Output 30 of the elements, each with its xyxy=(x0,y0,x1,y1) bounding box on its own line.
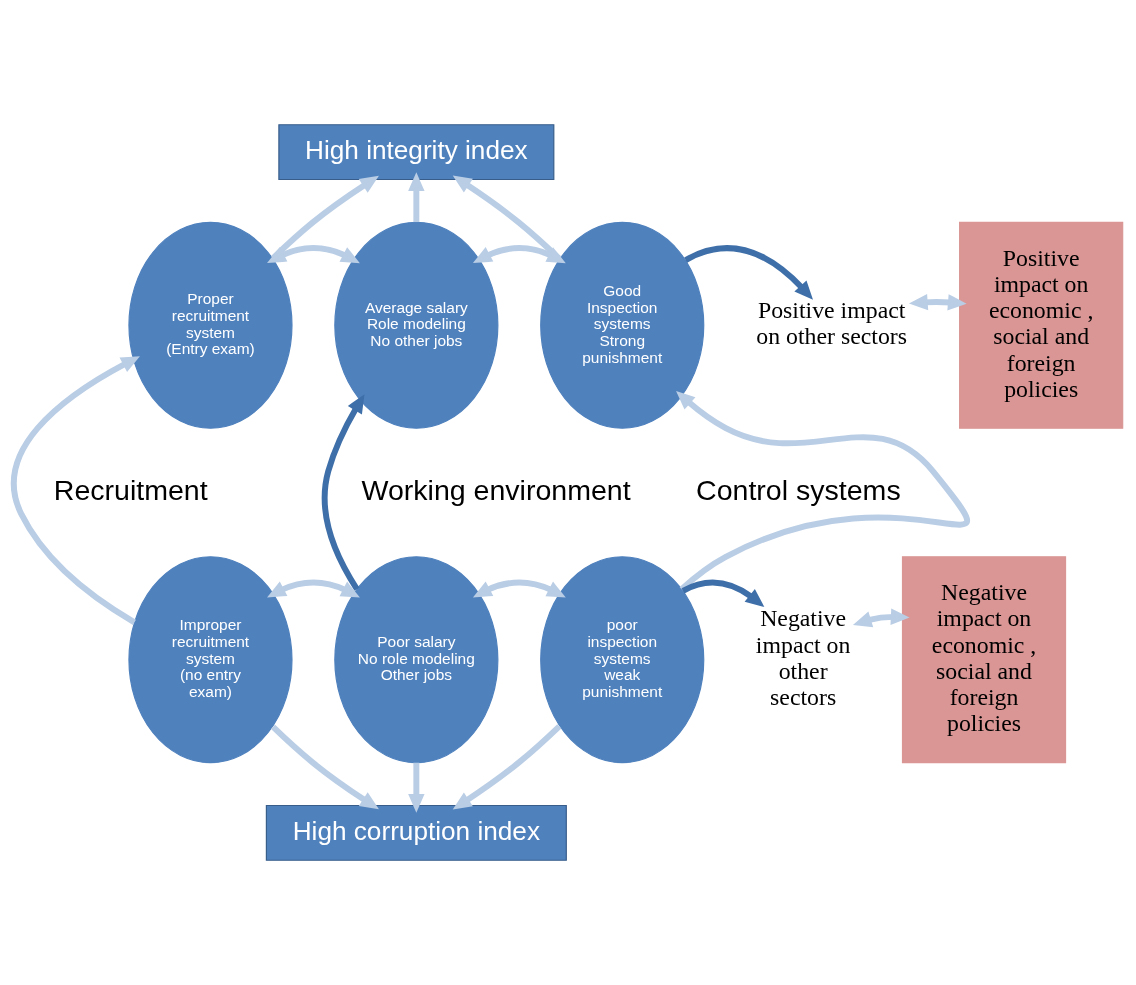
arrow xyxy=(408,172,425,223)
arrow xyxy=(908,294,967,311)
node-box: Positive impact on economic , social and foreign policies xyxy=(959,221,1124,429)
arrow xyxy=(681,579,765,607)
arrow xyxy=(271,724,379,810)
node-box: High corruption index xyxy=(265,804,567,861)
node-ellipse: Proper recruitment system (Entry exam) xyxy=(128,221,293,429)
node-ellipse: Average salary Role modeling No other jobs xyxy=(334,221,499,429)
arrow xyxy=(472,245,566,264)
label: Control systems xyxy=(696,473,901,506)
node-box: Negative impact on economic , social and foreign policies xyxy=(901,556,1067,764)
arrow xyxy=(408,762,425,813)
arrow xyxy=(684,245,813,300)
node-ellipse: poor inspection systems weak punishment xyxy=(540,556,705,764)
arrow xyxy=(452,724,562,810)
node-box: High integrity index xyxy=(278,124,555,181)
node-text: Negative impact on other sectors xyxy=(755,605,851,710)
arrow xyxy=(676,390,970,592)
node-ellipse: Good Inspection systems Strong punishment xyxy=(540,221,705,429)
label: Working environment xyxy=(361,473,631,506)
node-ellipse: Poor salary No role modeling Other jobs xyxy=(334,556,499,764)
arrow xyxy=(267,579,360,598)
node-text: Positive impact on other sectors xyxy=(756,297,908,350)
arrow xyxy=(472,579,566,598)
label: Recruitment xyxy=(53,473,208,506)
arrow xyxy=(10,356,140,625)
arrow xyxy=(321,394,365,591)
arrow xyxy=(267,245,360,264)
node-ellipse: Improper recruitment system (no entry exam) xyxy=(128,556,293,764)
arrow xyxy=(852,608,910,628)
